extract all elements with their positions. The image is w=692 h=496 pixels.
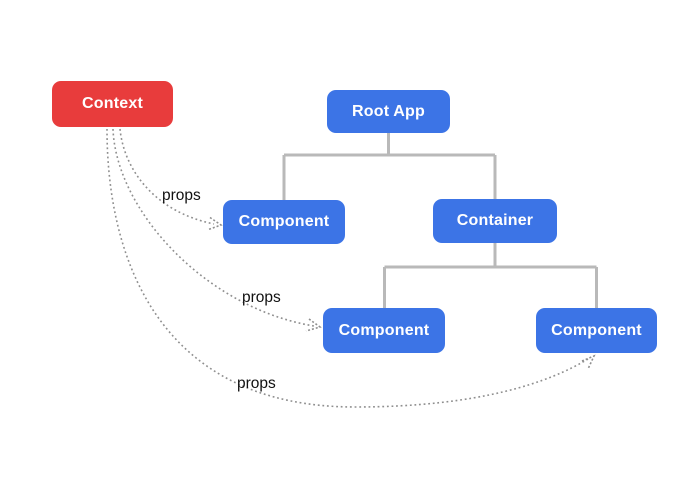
node-component-1: Component [223,200,345,244]
node-root-app-label: Root App [352,102,425,120]
props-arrow-to-component-3 [106,128,589,408]
edge-label-props-1: props [162,187,201,204]
arrowhead-component-3 [581,354,596,370]
props-arrow-to-component-1 [119,128,215,225]
tree-connector-container-children [383,243,598,308]
node-container-label: Container [456,212,534,229]
edge-label-props-3: props [237,375,276,392]
node-context: Context [52,81,173,127]
node-component-2: Component [323,308,445,353]
arrowhead-component-2 [305,318,322,332]
node-root-app: Root App [327,90,450,133]
node-component-3-label: Component [551,321,642,339]
props-arrow-to-component-2 [112,128,315,327]
edge-label-props-2: props [242,289,281,306]
node-container: Container [433,199,557,243]
node-component-1-label: Component [238,213,330,230]
node-context-label: Context [82,95,143,112]
tree-connector-root-children [282,133,497,200]
arrowhead-component-1 [208,216,223,231]
node-component-2-label: Component [338,321,430,339]
node-component-3: Component [536,308,657,353]
